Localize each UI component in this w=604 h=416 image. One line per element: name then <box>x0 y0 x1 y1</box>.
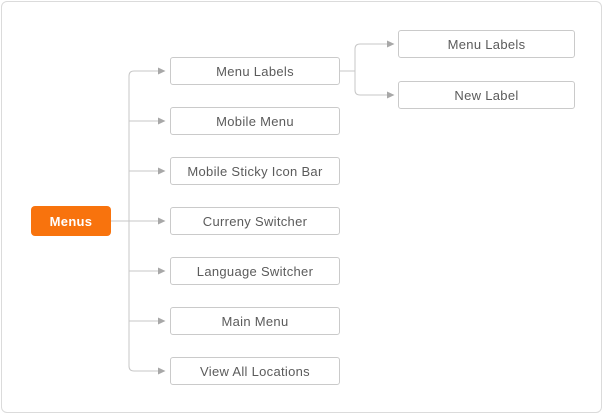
node-mobile-sticky-icon-bar[interactable]: Mobile Sticky Icon Bar <box>170 157 340 185</box>
connector-paths <box>111 43 387 372</box>
node-menu-labels[interactable]: Menu Labels <box>170 57 340 85</box>
arrowhead-icons <box>158 40 395 375</box>
node-curreny-switcher[interactable]: Curreny Switcher <box>170 207 340 235</box>
node-view-all-locations[interactable]: View All Locations <box>170 357 340 385</box>
node-language-switcher[interactable]: Language Switcher <box>170 257 340 285</box>
node-new-label[interactable]: New Label <box>398 81 575 109</box>
node-menu-labels-child[interactable]: Menu Labels <box>398 30 575 58</box>
node-mobile-menu[interactable]: Mobile Menu <box>170 107 340 135</box>
node-main-menu[interactable]: Main Menu <box>170 307 340 335</box>
node-menus[interactable]: Menus <box>31 206 111 236</box>
